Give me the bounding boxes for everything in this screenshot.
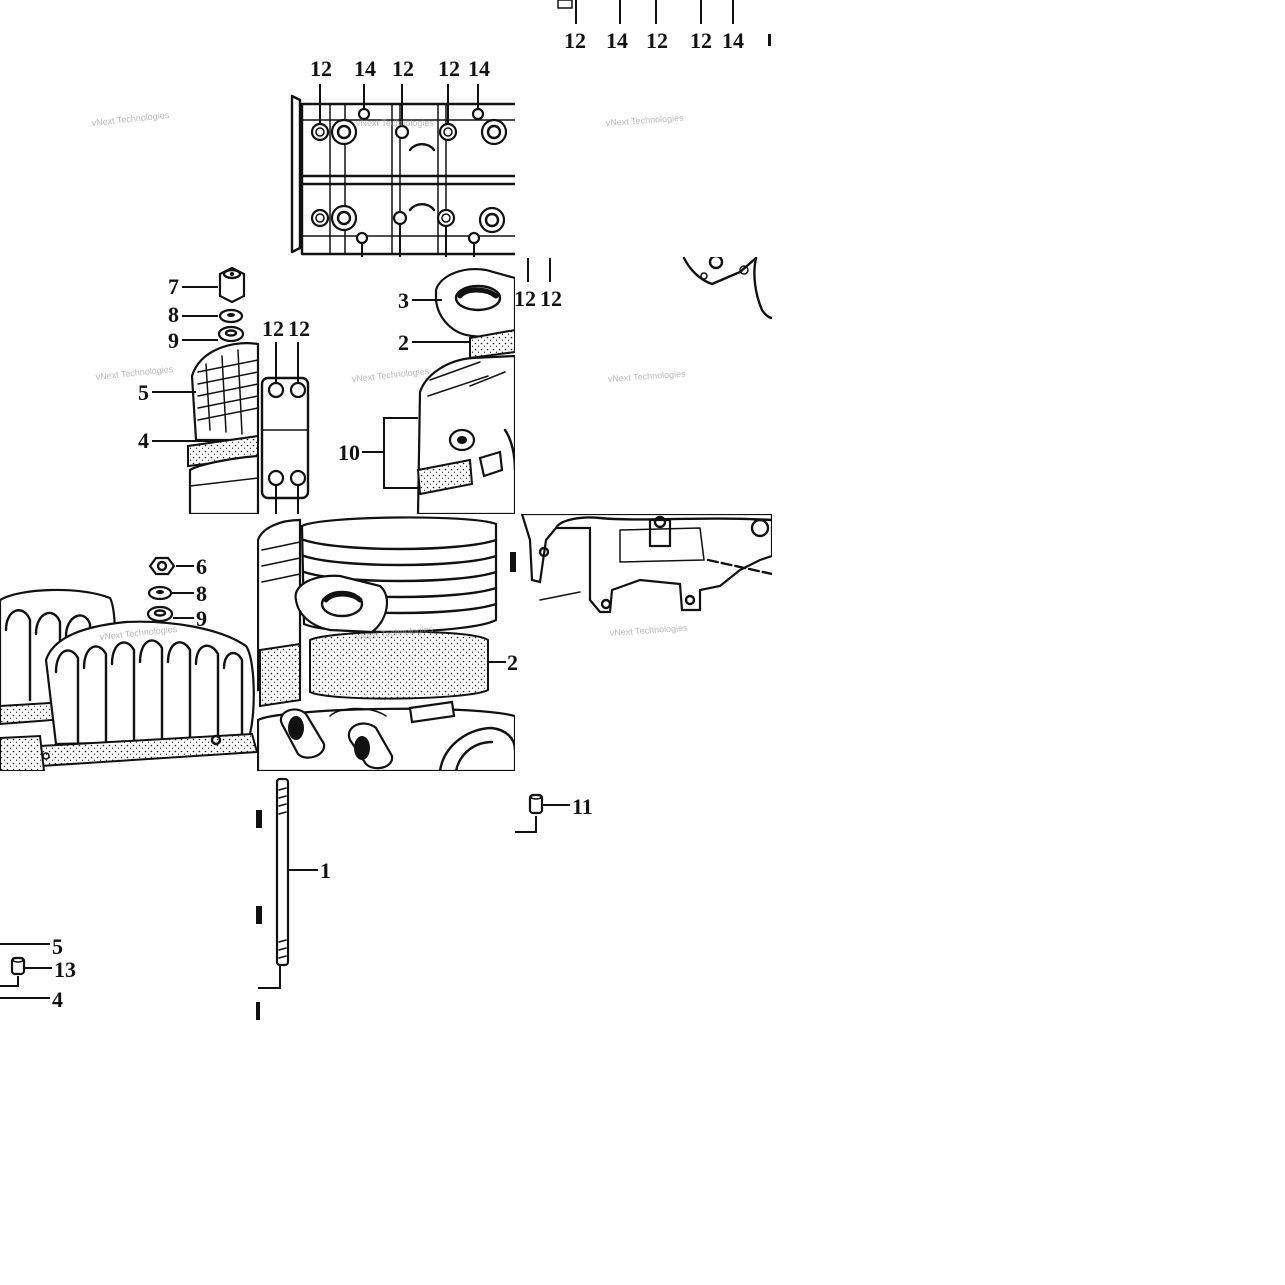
flat-washer [217, 325, 245, 343]
cut-callout-edge [510, 552, 516, 572]
watermark: vNext Technologies [356, 118, 434, 128]
stud [275, 777, 290, 967]
callout-10: 10 [338, 440, 360, 465]
head-stud-pairs: 12 12 [260, 316, 310, 514]
cylinder-upper-view [416, 268, 515, 514]
callout-12: 12 [564, 28, 586, 53]
cylinder-head-upper [187, 342, 260, 514]
crankcase-top-view: 12 14 12 12 14 [290, 56, 515, 257]
callout-11: 11 [572, 794, 593, 819]
callout-9: 9 [168, 328, 179, 353]
callout-2: 2 [507, 650, 518, 675]
intake-flange [294, 574, 389, 634]
callout-14: 14 [722, 28, 744, 53]
crankcase-corner-fragment [682, 257, 772, 320]
cut-callout-edge [768, 34, 771, 46]
callout-4: 4 [52, 987, 63, 1012]
callout-4: 4 [138, 428, 149, 453]
callout-12: 12 [288, 316, 310, 341]
watermark: vNext Technologies [607, 369, 686, 384]
callout-12: 12 [392, 56, 414, 81]
callout-5: 5 [138, 380, 149, 405]
cut-callout-edge [256, 1002, 260, 1020]
head-hardware-set-upper: 7 8 9 [168, 266, 246, 353]
callout-8: 8 [196, 581, 207, 606]
hex-nut [148, 556, 176, 576]
watermark: vNext Technologies [609, 623, 688, 638]
callout-14: 14 [468, 56, 490, 81]
cut-callout-edge [256, 810, 262, 828]
long-stud-part: 1 [256, 777, 331, 1020]
callout-2: 2 [398, 330, 409, 355]
head-hardware-set-lower: 6 8 9 [146, 554, 207, 666]
callout-12: 12 [310, 56, 332, 81]
cut-callout-edge [256, 906, 262, 924]
watermark: vNext Technologies [605, 113, 684, 128]
cylinder-heads-pair [0, 588, 257, 771]
watermark: vNext Technologies [351, 366, 430, 384]
callout-14: 14 [606, 28, 628, 53]
callout-13: 13 [54, 957, 76, 982]
callout-5: 5 [52, 934, 63, 959]
callout-1: 1 [320, 858, 331, 883]
callout-12: 12 [262, 316, 284, 341]
intake-flange [434, 268, 515, 342]
callout-9: 9 [196, 606, 207, 631]
right-stud-callouts: 12 12 [514, 258, 562, 311]
callout-7: 7 [168, 274, 179, 299]
crankcase-right-lower [520, 514, 772, 614]
callout-14: 14 [354, 56, 376, 81]
cylinder-lower-view [257, 516, 515, 771]
callout-12: 12 [514, 286, 536, 311]
callout-12: 12 [690, 28, 712, 53]
callout-12: 12 [540, 286, 562, 311]
dowel-pin-part-11: 11 [515, 793, 593, 833]
stud-end [557, 0, 573, 9]
watermark: vNext Technologies [95, 364, 174, 382]
watermark: vNext Technologies [91, 110, 170, 128]
dowel-pin-part-13: 5 13 4 [0, 934, 76, 1012]
flat-washer [146, 605, 174, 623]
callout-6: 6 [196, 554, 207, 579]
callout-12: 12 [438, 56, 460, 81]
callout-8: 8 [168, 302, 179, 327]
callout-12: 12 [646, 28, 668, 53]
top-bolt-strip: 12 14 12 12 14 [557, 0, 771, 53]
callout-3: 3 [398, 288, 409, 313]
